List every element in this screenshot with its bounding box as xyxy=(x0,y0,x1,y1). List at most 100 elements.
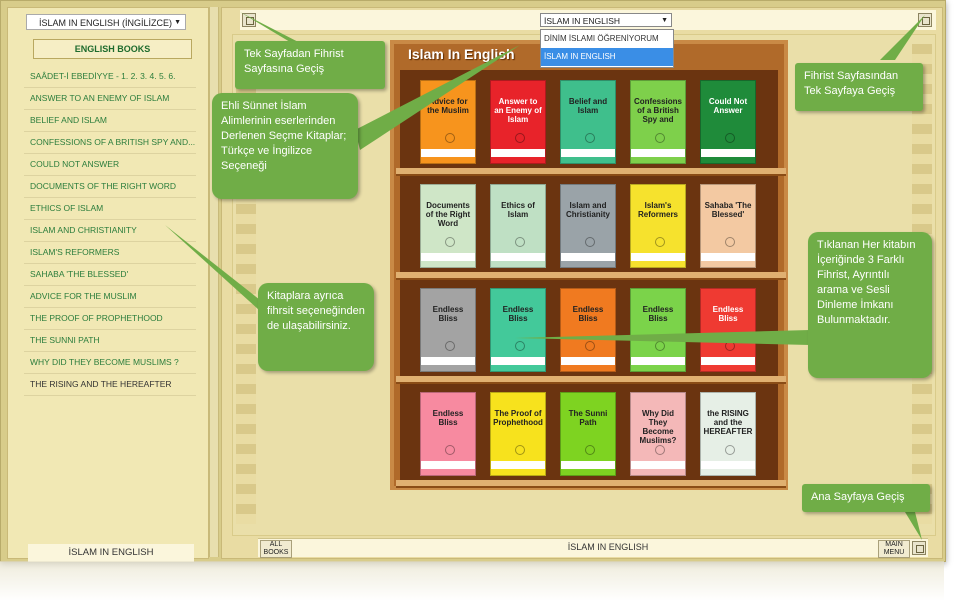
book-emblem-icon xyxy=(515,445,525,455)
shelf-plank xyxy=(396,168,786,176)
book-list-item[interactable]: THE PROOF OF PROPHETHOOD xyxy=(24,308,196,330)
shelf-book[interactable]: Endless Bliss xyxy=(700,288,756,372)
shelf-book[interactable]: The Proof of Prophethood xyxy=(490,392,546,476)
book-emblem-icon xyxy=(655,445,665,455)
callout-home: Ana Sayfaya Geçiş xyxy=(802,484,930,512)
book-list-item[interactable]: ISLAM'S REFORMERS xyxy=(24,242,196,264)
book-band xyxy=(491,149,545,157)
panel-splitter[interactable] xyxy=(209,7,219,557)
shelf-book[interactable]: Ethics of Islam xyxy=(490,184,546,268)
book-band xyxy=(631,357,685,365)
book-band xyxy=(421,149,475,157)
shelf-book[interactable]: Why Did They Become Muslims? xyxy=(630,392,686,476)
shelf-book[interactable]: Endless Bliss xyxy=(420,288,476,372)
callout-single-page-switch: Fihrist Sayfasından Tek Sayfaya Geçiş xyxy=(795,63,923,111)
book-title: Ethics of Islam xyxy=(501,201,535,219)
shelf-book[interactable]: Endless Bliss xyxy=(420,392,476,476)
book-emblem-icon xyxy=(725,445,735,455)
shelf-book[interactable]: Endless Bliss xyxy=(560,288,616,372)
dropdown-option[interactable]: DİNİM İSLAMI ÖĞRENİYORUM xyxy=(544,34,659,43)
collection-select[interactable]: İSLAM IN ENGLISH ▼ xyxy=(540,13,672,27)
left-footer-title: İSLAM IN ENGLISH xyxy=(28,544,194,562)
shelf-book[interactable]: Could Not Answer xyxy=(700,80,756,164)
shelf-book[interactable]: The Sunni Path xyxy=(560,392,616,476)
book-title: Why Did They Become Muslims? xyxy=(639,409,677,445)
book-emblem-icon xyxy=(445,341,455,351)
book-emblem-icon xyxy=(725,133,735,143)
book-emblem-icon xyxy=(725,237,735,247)
book-title: Islam and Christianity xyxy=(565,201,610,219)
book-list-item[interactable]: SAHABA 'THE BLESSED' xyxy=(24,264,196,286)
index-page-button[interactable] xyxy=(242,13,256,27)
shelf-book[interactable]: Confessions of a British Spy and xyxy=(630,80,686,164)
book-list: SAÂDET-İ EBEDİYYE - 1. 2. 3. 4. 5. 6.ANS… xyxy=(24,66,196,396)
book-band xyxy=(421,357,475,365)
book-title: Endless Bliss xyxy=(712,305,744,323)
shelf-book[interactable]: Endless Bliss xyxy=(630,288,686,372)
shelf-book[interactable]: Belief and Islam xyxy=(560,80,616,164)
book-title: Advice for the Muslim xyxy=(427,97,469,115)
book-band xyxy=(421,461,475,469)
shelf-book[interactable]: Endless Bliss xyxy=(490,288,546,372)
home-button[interactable] xyxy=(912,541,926,555)
callout-book-features: Tıklanan Her kitabın İçeriğinde 3 Farklı… xyxy=(808,232,932,378)
shelf-plank xyxy=(396,376,786,384)
book-band xyxy=(491,253,545,261)
book-band xyxy=(491,461,545,469)
bookshelf: Islam In English Advice for the Muslim An… xyxy=(390,40,788,490)
book-list-item[interactable]: ANSWER TO AN ENEMY OF ISLAM xyxy=(24,88,196,110)
all-books-label-1: ALL xyxy=(269,541,283,548)
book-list-item[interactable]: WHY DID THEY BECOME MUSLIMS ? xyxy=(24,352,196,374)
book-emblem-icon xyxy=(655,133,665,143)
book-title: Islam's Reformers xyxy=(637,201,678,219)
book-list-item[interactable]: CONFESSIONS OF A BRITISH SPY AND... xyxy=(24,132,196,154)
book-emblem-icon xyxy=(515,341,525,351)
book-title: Endless Bliss xyxy=(432,409,464,427)
language-select[interactable]: İSLAM IN ENGLISH (İNGİLİZCE) ▼ xyxy=(26,14,186,30)
book-emblem-icon xyxy=(655,237,665,247)
language-select-value: İSLAM IN ENGLISH (İNGİLİZCE) xyxy=(39,18,173,28)
book-emblem-icon xyxy=(655,341,665,351)
book-list-item[interactable]: BELIEF AND ISLAM xyxy=(24,110,196,132)
book-list-item[interactable]: ISLAM AND CHRISTIANITY xyxy=(24,220,196,242)
shelf-book[interactable]: Sahaba 'The Blessed' xyxy=(700,184,756,268)
book-title: Endless Bliss xyxy=(432,305,464,323)
shelf-book[interactable]: Islam's Reformers xyxy=(630,184,686,268)
book-emblem-icon xyxy=(445,445,455,455)
page-icon xyxy=(246,17,254,25)
book-band xyxy=(421,253,475,261)
book-list-item[interactable]: THE SUNNI PATH xyxy=(24,330,196,352)
book-list-item[interactable]: DOCUMENTS OF THE RIGHT WORD xyxy=(24,176,196,198)
book-title: Endless Bliss xyxy=(642,305,674,323)
all-books-button[interactable]: ALL BOOKS xyxy=(260,540,292,558)
index-panel: İSLAM IN ENGLISH (İNGİLİZCE) ▼ ENGLISH B… xyxy=(7,7,209,562)
book-title: Documents of the Right Word xyxy=(425,201,471,228)
main-menu-button[interactable]: MAIN MENU xyxy=(878,540,910,558)
shelf-title: Islam In English xyxy=(408,46,515,62)
books-header: ENGLISH BOOKS xyxy=(33,39,192,59)
collection-dropdown: DİNİM İSLAMI ÖĞRENİYORUM İSLAM IN ENGLIS… xyxy=(540,29,674,68)
shelf-book[interactable]: Answer to an Enemy of Islam xyxy=(490,80,546,164)
dropdown-option-selected[interactable]: İSLAM IN ENGLISH xyxy=(541,48,673,66)
book-list-item[interactable]: ETHICS OF ISLAM xyxy=(24,198,196,220)
shelf-book[interactable]: Islam and Christianity xyxy=(560,184,616,268)
chevron-down-icon: ▼ xyxy=(661,17,668,24)
book-emblem-icon xyxy=(585,341,595,351)
book-list-item[interactable]: ADVICE FOR THE MUSLIM xyxy=(24,286,196,308)
book-emblem-icon xyxy=(445,237,455,247)
book-band xyxy=(701,461,755,469)
book-emblem-icon xyxy=(725,341,735,351)
main-menu-label-1: MAIN xyxy=(885,541,903,548)
callout-index-switch: Tek Sayfadan Fihrist Sayfasına Geçiş xyxy=(235,41,385,89)
single-page-button[interactable] xyxy=(918,13,932,27)
book-list-item[interactable]: THE RISING AND THE HEREAFTER xyxy=(24,374,196,396)
book-title: Endless Bliss xyxy=(502,305,534,323)
book-list-item[interactable]: COULD NOT ANSWER xyxy=(24,154,196,176)
shelf-book[interactable]: Advice for the Muslim xyxy=(420,80,476,164)
shelf-book[interactable]: the RISING and the HEREAFTER xyxy=(700,392,756,476)
book-band xyxy=(631,461,685,469)
book-list-item[interactable]: SAÂDET-İ EBEDİYYE - 1. 2. 3. 4. 5. 6. xyxy=(24,66,196,88)
shelf-back: Advice for the Muslim Answer to an Enemy … xyxy=(396,70,786,488)
shelf-book[interactable]: Documents of the Right Word xyxy=(420,184,476,268)
book-title: The Sunni Path xyxy=(568,409,608,427)
